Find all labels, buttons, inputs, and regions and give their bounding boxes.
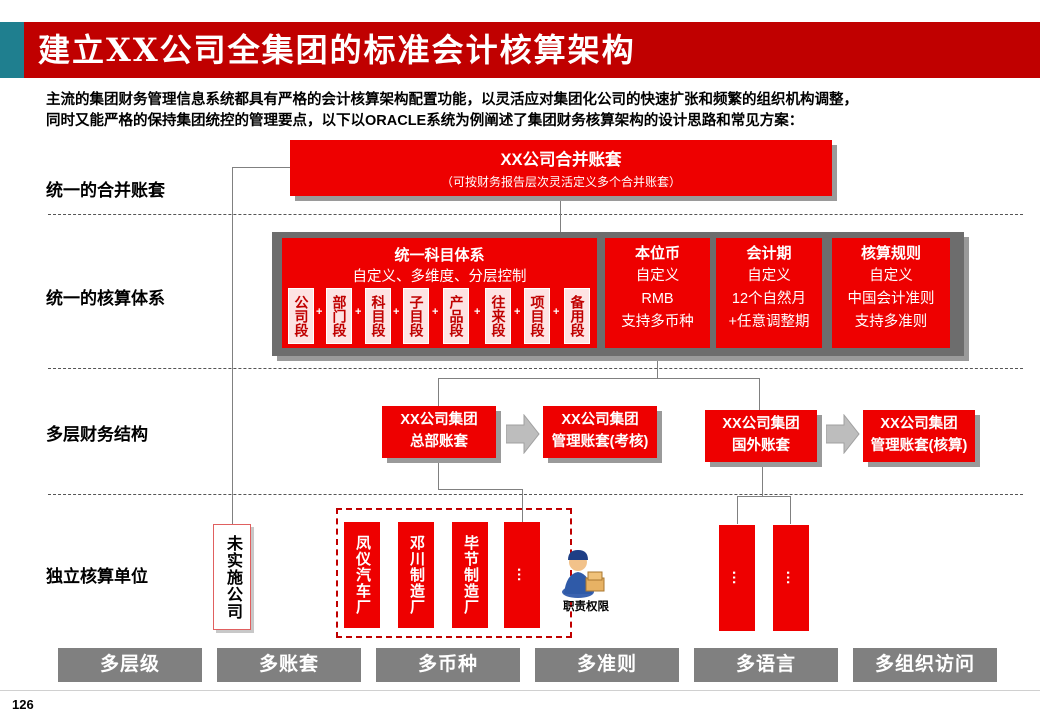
connector-line [759,378,760,410]
ledger-hq-line1: XX公司集团 [400,412,478,428]
segment-subaccount: 子目段 [403,288,429,344]
rule-title: 核算规则 [860,245,921,262]
currency-line: RMB [641,291,674,307]
currency-title: 本位币 [634,245,680,262]
segment-reserve: 备用段 [564,288,590,344]
btn-multi-standard[interactable]: 多准则 [535,648,679,682]
row-label-accounting-system: 统一的核算体系 [46,289,165,308]
ledger-foreign-line2: 国外账套 [732,438,790,454]
unit-foreign[interactable]: … [719,525,755,631]
connector-line [522,489,523,522]
consolidated-ledger-title: XX公司合并账套 [500,151,622,169]
btn-multi-org-access[interactable]: 多组织访问 [853,648,997,682]
period-title: 会计期 [746,245,792,262]
functional-currency-box[interactable]: 本位币 自定义 RMB 支持多币种 [605,238,710,348]
connector-line [232,167,233,524]
connector-line [438,378,760,379]
period-line: 12个自然月 [731,291,807,307]
plus-sign: + [316,306,323,318]
btn-multi-level[interactable]: 多层级 [58,648,202,682]
ledger-mgmt-accounting-line2: 管理账套(核算) [870,438,968,454]
plus-sign: + [355,306,362,318]
coa-title: 统一科目体系 [394,247,485,264]
segment-intercompany: 往来段 [485,288,511,344]
role-label: 职责权限 [563,601,609,613]
ledger-mgmt-accounting-line1: XX公司集团 [880,416,958,432]
plus-sign: + [553,306,560,318]
btn-multi-language[interactable]: 多语言 [694,648,838,682]
row-label-multilayer: 多层财务结构 [46,425,148,444]
unit-foreign[interactable]: … [773,525,809,631]
connector-line [560,196,561,234]
unit-company[interactable]: 毕节制造厂 [452,522,488,628]
connector-line [737,496,738,524]
accounting-period-box[interactable]: 会计期 自定义 12个自然月 +任意调整期 [716,238,822,348]
connector-line [232,167,290,168]
ledger-foreign-line1: XX公司集团 [722,416,800,432]
btn-multi-ledger[interactable]: 多账套 [217,648,361,682]
intro-text: 主流的集团财务管理信息系统都具有严格的会计核算架构配置功能，以灵活应对集团化公司… [46,90,1026,132]
ledger-mgmt-assessment[interactable]: XX公司集团 管理账套(考核) [543,406,657,458]
connector-line [438,460,439,489]
plus-sign: + [474,306,481,318]
intro-line-1: 主流的集团财务管理信息系统都具有严格的会计核算架构配置功能，以灵活应对集团化公司… [46,92,858,108]
segment-product: 产品段 [443,288,469,344]
divider [48,494,1023,495]
consolidated-ledger-box[interactable]: XX公司合并账套 （可按财务报告层次灵活定义多个合并账套） [290,140,832,196]
rule-line: 自定义 [869,268,913,284]
ledger-hq[interactable]: XX公司集团 总部账套 [382,406,496,458]
ledger-foreign[interactable]: XX公司集团 国外账套 [705,410,817,462]
user-role-icon [562,550,605,598]
ledger-mgmt-accounting[interactable]: XX公司集团 管理账套(核算) [863,410,975,462]
period-line: +任意调整期 [728,314,810,330]
divider [48,214,1023,215]
ledger-mgmt-assessment-line2: 管理账套(考核) [551,434,649,450]
ledger-mgmt-assessment-line1: XX公司集团 [561,412,639,428]
ledger-hq-line2: 总部账套 [410,434,468,450]
connector-line [438,378,439,406]
right-arrow-icon [506,414,540,454]
accounting-rule-box[interactable]: 核算规则 自定义 中国会计准则 支持多准则 [832,238,950,348]
rule-line: 中国会计准则 [847,291,935,307]
coa-subtitle: 自定义、多维度、分层控制 [352,269,527,285]
btn-multi-currency[interactable]: 多币种 [376,648,520,682]
page-number: 126 [12,697,34,712]
period-line: 自定义 [747,268,791,284]
title-bar [0,22,1040,78]
connector-line [762,464,763,496]
currency-line: 支持多币种 [621,314,694,330]
segment-project: 项目段 [524,288,550,344]
responsibility-group-frame [336,508,572,638]
segment-department: 部门段 [326,288,352,344]
segment-account: 科目段 [365,288,391,344]
unit-company[interactable]: 邓川制造厂 [398,522,434,628]
footer-rule [0,690,1040,691]
consolidated-ledger-subtitle: （可按财务报告层次灵活定义多个合并账套） [440,175,681,189]
connector-line [737,496,791,497]
plus-sign: + [514,306,521,318]
title-accent [0,22,24,78]
right-arrow-icon [826,414,860,454]
connector-line [438,489,523,490]
connector-line [657,348,658,378]
page-title: 建立XX公司全集团的标准会计核算架构 [38,31,636,69]
unit-not-implemented[interactable]: 未实施公司 [213,524,251,630]
segment-company: 公司段 [288,288,314,344]
unit-company[interactable]: … [504,522,540,628]
divider [48,368,1023,369]
plus-sign: + [432,306,439,318]
plus-sign: + [393,306,400,318]
connector-line [790,496,791,524]
row-label-consolidated: 统一的合并账套 [46,181,165,200]
row-label-independent: 独立核算单位 [46,567,148,586]
intro-line-2: 同时又能严格的保持集团统控的管理要点，以下以ORACLE系统为例阐述了集团财务核… [46,113,804,129]
unit-company[interactable]: 凤仪汽车厂 [344,522,380,628]
rule-line: 支持多准则 [854,314,928,330]
currency-line: 自定义 [635,268,680,284]
